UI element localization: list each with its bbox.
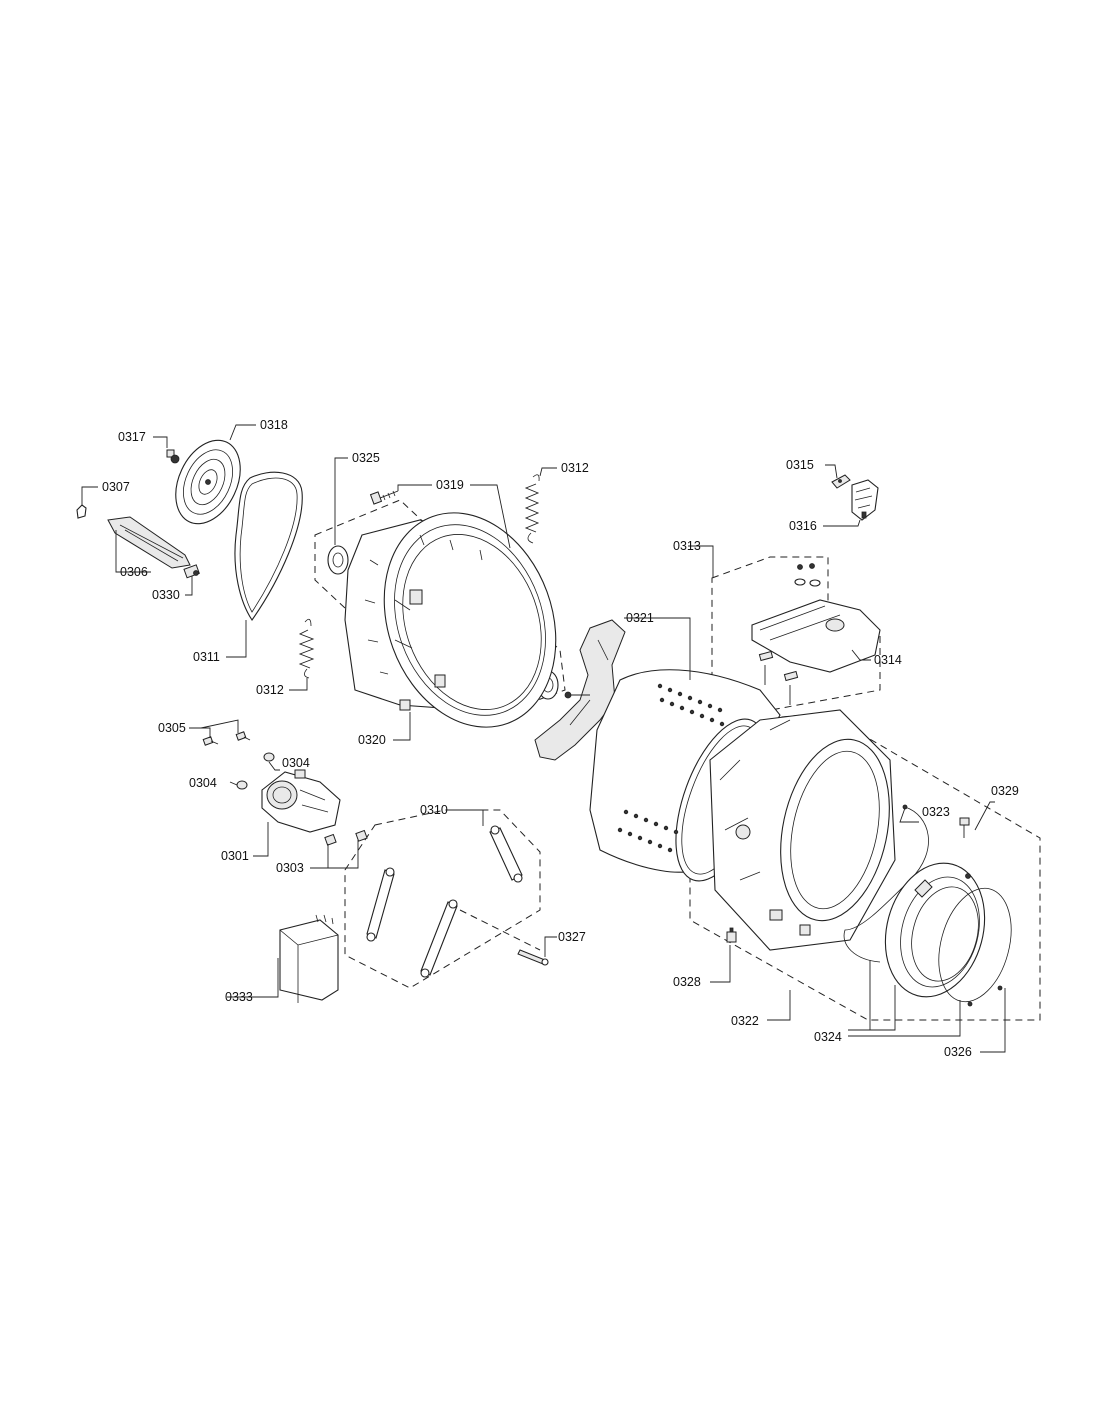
part-0323-spring-wire xyxy=(843,804,929,963)
label-0310: 0310 xyxy=(420,803,448,817)
label-0330: 0330 xyxy=(152,588,180,602)
label-0304-left: 0304 xyxy=(189,776,217,790)
label-0312-upper: 0312 xyxy=(561,461,589,475)
label-0306: 0306 xyxy=(120,565,148,579)
label-0301: 0301 xyxy=(221,849,249,863)
part-0310-shock-absorber-1 xyxy=(489,825,523,883)
part-0306-heater xyxy=(107,516,191,569)
label-0320: 0320 xyxy=(358,733,386,747)
group-outline-front-tub xyxy=(689,712,1041,1021)
part-0313-fasteners xyxy=(758,563,821,705)
group-outline-rear-tub xyxy=(314,499,566,726)
part-0305-screws xyxy=(202,731,251,746)
part-0328-clip xyxy=(726,927,737,943)
label-0333: 0333 xyxy=(225,990,253,1004)
label-0316: 0316 xyxy=(789,519,817,533)
part-0327-pin xyxy=(517,949,549,966)
part-0312-spring-upper xyxy=(524,474,540,544)
part-0315-clip xyxy=(831,474,851,489)
part-0317-screw xyxy=(166,449,180,464)
part-0310-shock-absorber-3 xyxy=(420,899,458,978)
part-0316-door-lock xyxy=(851,479,879,521)
label-0305: 0305 xyxy=(158,721,186,735)
label-0324: 0324 xyxy=(814,1030,842,1044)
leader-lines xyxy=(81,424,1006,1053)
label-0328: 0328 xyxy=(673,975,701,989)
part-0319-bolt xyxy=(369,490,399,505)
label-0329: 0329 xyxy=(991,784,1019,798)
label-0321: 0321 xyxy=(626,611,654,625)
label-0304-right: 0304 xyxy=(282,756,310,770)
part-0312-spring-lower xyxy=(298,618,315,679)
label-0313: 0313 xyxy=(673,539,701,553)
label-0326: 0326 xyxy=(944,1045,972,1059)
part-0310-shock-absorber-2 xyxy=(366,867,395,942)
part-0330-sensor xyxy=(183,564,200,579)
label-0318: 0318 xyxy=(260,418,288,432)
part-0322-front-tub xyxy=(709,709,896,951)
part-0303-carbon-brushes xyxy=(324,829,368,846)
label-0319: 0319 xyxy=(436,478,464,492)
label-0314: 0314 xyxy=(874,653,902,667)
label-0311: 0311 xyxy=(193,650,220,664)
label-0327: 0327 xyxy=(558,930,586,944)
part-0314-counterweight xyxy=(751,599,881,673)
label-0307: 0307 xyxy=(102,480,130,494)
label-0317: 0317 xyxy=(118,430,146,444)
part-0329-screw xyxy=(959,817,970,838)
part-0318-pulley xyxy=(175,439,241,525)
drum-holes xyxy=(617,683,725,853)
part-0304-nuts xyxy=(236,752,275,790)
label-0312-lower: 0312 xyxy=(256,683,284,697)
pin-guide-line xyxy=(459,909,541,951)
label-0325: 0325 xyxy=(352,451,380,465)
part-0320-rear-tub xyxy=(344,512,557,728)
part-0311-belt xyxy=(234,471,303,621)
label-0303: 0303 xyxy=(276,861,304,875)
label-0322: 0322 xyxy=(731,1014,759,1028)
label-0323: 0323 xyxy=(922,805,950,819)
group-outline-shock-absorbers xyxy=(344,809,541,989)
part-0333-box xyxy=(279,914,339,1003)
part-0321-spider xyxy=(534,619,626,761)
part-0307-clip xyxy=(76,504,87,519)
group-outline-counterweight xyxy=(711,556,881,713)
label-0315: 0315 xyxy=(786,458,814,472)
part-0324-door-seal xyxy=(884,862,986,998)
part-0301-motor xyxy=(261,769,341,833)
